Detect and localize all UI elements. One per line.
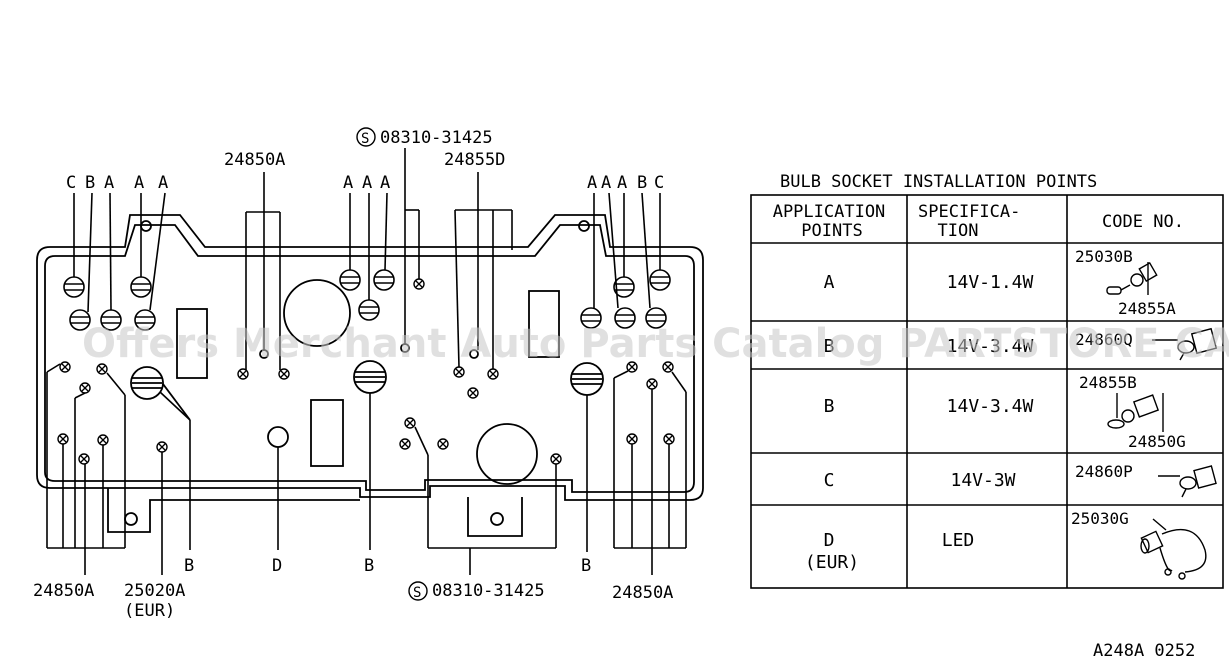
- letter-left-3: A: [104, 173, 114, 193]
- row4-point: C: [824, 470, 835, 491]
- row1-code-b: 24855A: [1118, 299, 1176, 318]
- diagram-labels: C B A A A 24850A A A A S 08310-31425 248…: [33, 127, 673, 621]
- label-24850A-top: 24850A: [224, 150, 285, 170]
- row3-code-a: 24855B: [1079, 373, 1137, 392]
- row3-code-b: 24850G: [1128, 432, 1186, 451]
- row5-code: 25030G: [1071, 509, 1129, 528]
- screw-callout-top: S 08310-31425: [356, 127, 493, 148]
- row2-spec: 14V-3.4W: [947, 336, 1034, 357]
- screw-callout-bottom: S 08310-31425: [408, 581, 545, 601]
- letter-left-1: C: [66, 173, 76, 193]
- bulb-socket-icon: [1158, 465, 1217, 498]
- table-row: D (EUR) LED 25030G: [805, 509, 1207, 580]
- label-25020A: 25020A: [124, 581, 185, 601]
- letter-right-1: A: [587, 173, 597, 193]
- bulb-socket-icon: [1106, 261, 1158, 295]
- row2-point: B: [824, 336, 835, 357]
- label-eur-left: (EUR): [124, 601, 175, 621]
- header-code-no: CODE NO.: [1102, 212, 1184, 232]
- label-24855D: 24855D: [444, 150, 505, 170]
- header-application: APPLICATION: [773, 202, 886, 222]
- label-B-right: B: [581, 556, 591, 576]
- header-tion: TION: [938, 221, 979, 241]
- header-specification: SPECIFICA-: [918, 202, 1020, 222]
- label-B-mid: B: [364, 556, 374, 576]
- header-points: POINTS: [801, 221, 862, 241]
- label-08310-bottom: 08310-31425: [432, 581, 545, 601]
- label-B-left: B: [184, 556, 194, 576]
- table-row: C 14V-3W 24860P: [824, 462, 1217, 498]
- letter-right-2: A: [601, 173, 611, 193]
- row3-point: B: [824, 396, 835, 417]
- letter-left-2: B: [85, 173, 95, 193]
- screw-symbol-bottom: S: [413, 585, 421, 601]
- row1-point: A: [824, 272, 835, 293]
- letter-right-4: B: [637, 173, 647, 193]
- row5-sub: (EUR): [805, 552, 859, 573]
- label-24850A-left: 24850A: [33, 581, 94, 601]
- row5-spec: LED: [942, 530, 975, 551]
- table-title: BULB SOCKET INSTALLATION POINTS: [780, 172, 1097, 192]
- letter-mid-2: A: [362, 173, 372, 193]
- row4-spec: 14V-3W: [950, 470, 1015, 491]
- letter-mid-3: A: [380, 173, 390, 193]
- bulb-socket-icon: [1107, 393, 1164, 432]
- letter-mid-1: A: [343, 173, 353, 193]
- cluster-body: [36, 214, 704, 537]
- leader-lines: [46, 148, 687, 575]
- bulb-socket-icon: [1152, 327, 1218, 361]
- table-row: A 14V-1.4W 25030B 24855A: [824, 247, 1177, 318]
- table-row: B 14V-3.4W 24855B 24850G: [824, 373, 1186, 451]
- table-row: B 14V-3.4W 24860Q: [824, 327, 1218, 361]
- row2-code: 24860Q: [1075, 330, 1133, 349]
- row4-code: 24860P: [1075, 462, 1133, 481]
- watermark-text: Offers Merchant Auto Parts Catalog PARTS…: [82, 321, 1229, 367]
- label-D: D: [272, 556, 282, 576]
- label-24850A-right: 24850A: [612, 583, 673, 603]
- bulb-socket-table: BULB SOCKET INSTALLATION POINTS APPLICAT…: [750, 172, 1224, 589]
- row1-spec: 14V-1.4W: [947, 272, 1034, 293]
- row5-point: D: [824, 530, 835, 551]
- row3-spec: 14V-3.4W: [947, 396, 1034, 417]
- letter-right-3: A: [617, 173, 627, 193]
- letter-left-4: A: [134, 173, 144, 193]
- row1-code-a: 25030B: [1075, 247, 1133, 266]
- letter-right-5: C: [654, 173, 664, 193]
- led-socket-icon: [1140, 518, 1207, 580]
- label-08310-top: 08310-31425: [380, 128, 493, 148]
- diagram-id: A248A 0252: [1093, 641, 1195, 661]
- screw-symbol-top: S: [361, 131, 369, 147]
- letter-left-5: A: [158, 173, 168, 193]
